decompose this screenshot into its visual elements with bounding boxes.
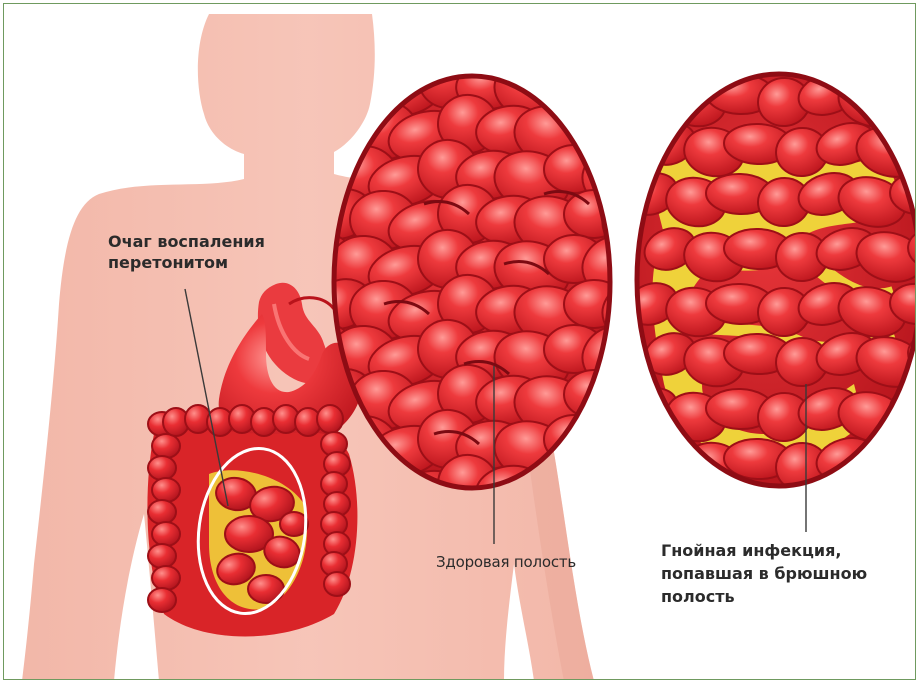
illustration-frame: Очаг воспаления перетонитом Здоровая пол… xyxy=(3,3,916,680)
intestines xyxy=(147,405,357,637)
label-inflammation-focus: Очаг воспаления перетонитом xyxy=(108,231,265,273)
purulent-cavity-magnified xyxy=(621,66,916,499)
label-purulent-infection: Гнойная инфекция, попавшая в брюшною пол… xyxy=(661,539,867,608)
label-healthy-cavity: Здоровая полость xyxy=(436,552,576,573)
